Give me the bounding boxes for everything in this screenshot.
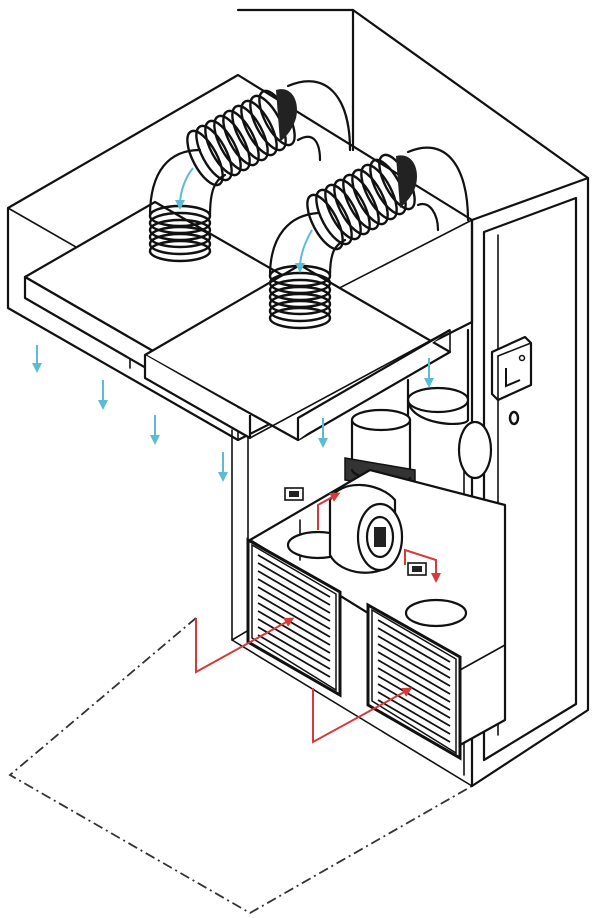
supply-air-arrows (32, 167, 434, 482)
indicator-light-icon (508, 410, 520, 426)
flexible-duct-right (268, 153, 418, 330)
filter-grille-right (366, 602, 462, 761)
elbow-duct-right (406, 146, 493, 480)
elbow-duct-left (286, 80, 352, 162)
down-arrow-icon (175, 167, 194, 210)
bent-arrow-icon (312, 687, 413, 744)
bent-arrow-icon (404, 548, 441, 583)
floor-footprint (8, 617, 473, 915)
flexible-duct-left (148, 89, 298, 263)
bent-arrow-icon (195, 617, 295, 674)
centrifugal-fan (328, 483, 404, 574)
return-air-arrows (195, 492, 441, 744)
bent-arrow-icon (317, 492, 341, 530)
control-panel (490, 335, 533, 426)
down-arrow-icon (295, 229, 313, 273)
filter-grille-left (246, 537, 342, 698)
diffuser-right (143, 263, 452, 442)
